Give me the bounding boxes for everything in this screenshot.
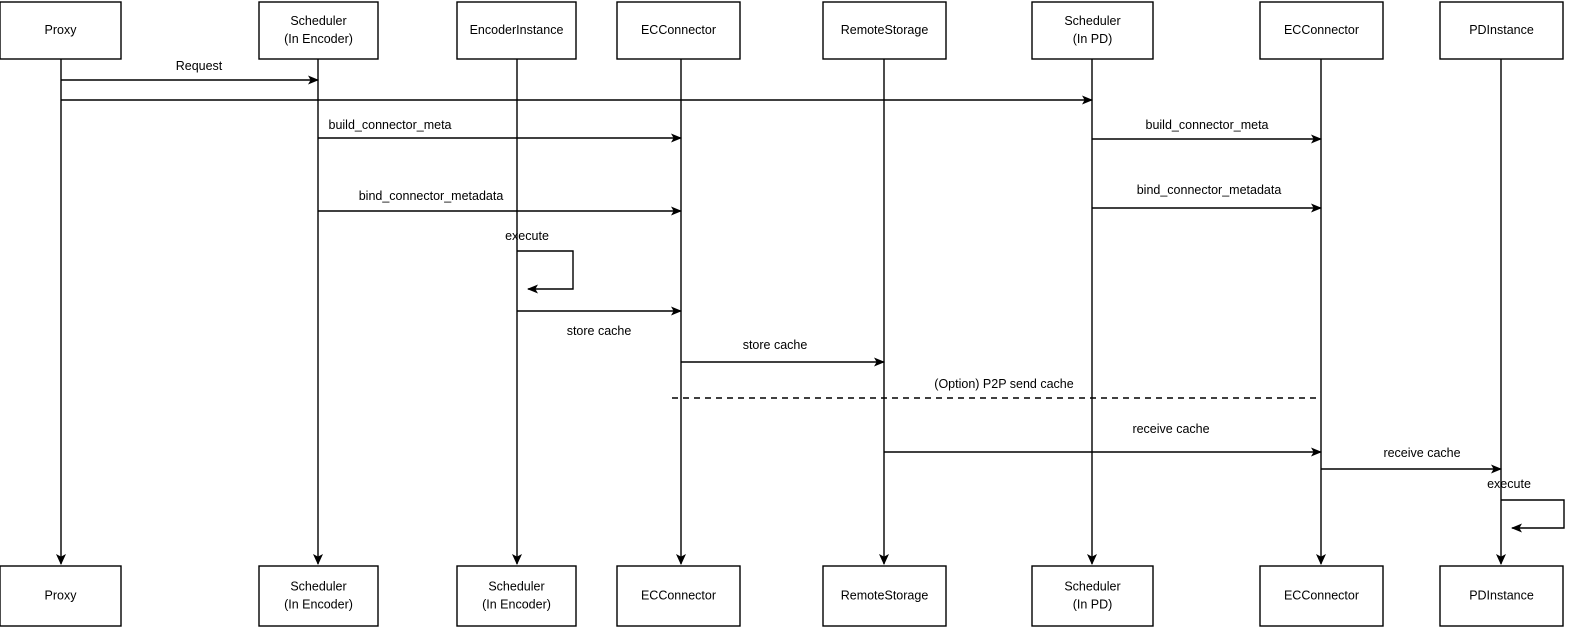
footer-label-scheduler-in-pd-line1: Scheduler — [1064, 579, 1120, 593]
message-path-m13 — [1501, 499, 1565, 533]
header-box-pd-instance[interactable] — [1439, 1, 1564, 60]
footer-participant-proxy[interactable]: Proxy — [0, 565, 122, 627]
header-participant-pd-instance[interactable]: PDInstance — [1439, 1, 1564, 60]
header-label-scheduler-in-encoder-line2: (In Encoder) — [284, 32, 353, 46]
footer-box-ec-connector-left[interactable] — [616, 565, 741, 627]
footer-boxes-layer: Proxy Scheduler (In Encoder) Scheduler (In E… — [0, 565, 1564, 627]
message-label-m9: store cache — [743, 338, 808, 352]
header-box-ec-connector-right[interactable] — [1259, 1, 1384, 60]
footer-label-ec-connector-left: ECConnector — [641, 588, 716, 602]
messages-layer: Request build_connector_meta build_connect… — [61, 59, 1565, 533]
header-box-ec-connector-left[interactable] — [616, 1, 741, 60]
message-m8[interactable]: store cache — [517, 306, 682, 338]
message-m13[interactable]: execute — [1487, 477, 1565, 533]
message-m6[interactable]: bind_connector_metadata — [1092, 183, 1322, 213]
header-label-proxy: Proxy — [45, 23, 78, 37]
header-participant-encoder-instance[interactable]: EncoderInstance — [456, 1, 577, 60]
footer-label-scheduler-in-encoder-line2: (In Encoder) — [284, 597, 353, 611]
message-m1[interactable]: Request — [61, 59, 319, 85]
header-label-scheduler-in-pd-line1: Scheduler — [1064, 14, 1120, 28]
header-label-ec-connector-left: ECConnector — [641, 23, 716, 37]
message-label-m10: (Option) P2P send cache — [934, 377, 1073, 391]
lifelines-layer — [56, 59, 1506, 565]
message-m3[interactable]: build_connector_meta — [318, 118, 682, 143]
footer-label-remote-storage: RemoteStorage — [841, 588, 929, 602]
header-label-pd-instance: PDInstance — [1469, 23, 1534, 37]
header-box-encoder-instance[interactable] — [456, 1, 577, 60]
message-label-m12: receive cache — [1383, 446, 1460, 460]
header-label-scheduler-in-encoder-line1: Scheduler — [290, 14, 346, 28]
footer-participant-ec-connector-right[interactable]: ECConnector — [1259, 565, 1384, 627]
header-label-encoder-instance: EncoderInstance — [470, 23, 564, 37]
message-m11[interactable]: receive cache — [884, 422, 1322, 457]
header-participant-ec-connector-left[interactable]: ECConnector — [616, 1, 741, 60]
footer-box-ec-connector-right[interactable] — [1259, 565, 1384, 627]
header-box-scheduler-in-encoder[interactable] — [258, 1, 379, 60]
header-box-remote-storage[interactable] — [822, 1, 947, 60]
message-m9[interactable]: store cache — [681, 338, 885, 367]
footer-participant-pd-instance[interactable]: PDInstance — [1439, 565, 1564, 627]
footer-label-encoder-instance-line1: Scheduler — [488, 579, 544, 593]
message-label-m4: build_connector_meta — [1146, 118, 1269, 132]
footer-label-scheduler-in-pd-line2: (In PD) — [1073, 597, 1113, 611]
footer-label-encoder-instance-line2: (In Encoder) — [482, 597, 551, 611]
message-label-m8: store cache — [567, 324, 632, 338]
footer-label-proxy: Proxy — [45, 588, 78, 602]
footer-box-remote-storage[interactable] — [822, 565, 947, 627]
footer-participant-remote-storage[interactable]: RemoteStorage — [822, 565, 947, 627]
message-label-m5: bind_connector_metadata — [359, 189, 504, 203]
header-participant-scheduler-in-encoder[interactable]: Scheduler (In Encoder) — [258, 1, 379, 60]
footer-box-proxy[interactable] — [0, 565, 122, 627]
message-m12[interactable]: receive cache — [1321, 446, 1502, 474]
footer-label-pd-instance: PDInstance — [1469, 588, 1534, 602]
footer-label-ec-connector-right: ECConnector — [1284, 588, 1359, 602]
header-participant-ec-connector-right[interactable]: ECConnector — [1259, 1, 1384, 60]
footer-participant-encoder-instance[interactable]: Scheduler (In Encoder) — [456, 565, 577, 627]
footer-participant-scheduler-in-pd[interactable]: Scheduler (In PD) — [1031, 565, 1154, 627]
header-boxes-layer: Proxy Scheduler (In Encoder) EncoderInstanc… — [0, 1, 1564, 60]
header-participant-scheduler-in-pd[interactable]: Scheduler (In PD) — [1031, 1, 1154, 60]
header-box-scheduler-in-pd[interactable] — [1031, 1, 1154, 60]
message-label-m11: receive cache — [1132, 422, 1209, 436]
message-label-m6: bind_connector_metadata — [1137, 183, 1282, 197]
message-m5[interactable]: bind_connector_metadata — [318, 189, 682, 216]
header-box-proxy[interactable] — [0, 1, 122, 60]
footer-box-scheduler-in-encoder[interactable] — [258, 565, 379, 627]
footer-label-scheduler-in-encoder-line1: Scheduler — [290, 579, 346, 593]
header-label-scheduler-in-pd-line2: (In PD) — [1073, 32, 1113, 46]
message-m4[interactable]: build_connector_meta — [1092, 118, 1322, 144]
footer-box-pd-instance[interactable] — [1439, 565, 1564, 627]
message-m7[interactable]: execute — [505, 229, 574, 294]
message-label-m7: execute — [505, 229, 549, 243]
header-label-ec-connector-right: ECConnector — [1284, 23, 1359, 37]
header-participant-remote-storage[interactable]: RemoteStorage — [822, 1, 947, 60]
message-label-m13: execute — [1487, 477, 1531, 491]
header-participant-proxy[interactable]: Proxy — [0, 1, 122, 60]
footer-box-scheduler-in-pd[interactable] — [1031, 565, 1154, 627]
message-label-m3: build_connector_meta — [329, 118, 452, 132]
message-path-m7 — [517, 250, 574, 294]
footer-participant-ec-connector-left[interactable]: ECConnector — [616, 565, 741, 627]
footer-box-encoder-instance[interactable] — [456, 565, 577, 627]
message-label-m1: Request — [176, 59, 223, 73]
header-label-remote-storage: RemoteStorage — [841, 23, 929, 37]
message-m10[interactable]: (Option) P2P send cache — [672, 377, 1321, 399]
footer-participant-scheduler-in-encoder[interactable]: Scheduler (In Encoder) — [258, 565, 379, 627]
